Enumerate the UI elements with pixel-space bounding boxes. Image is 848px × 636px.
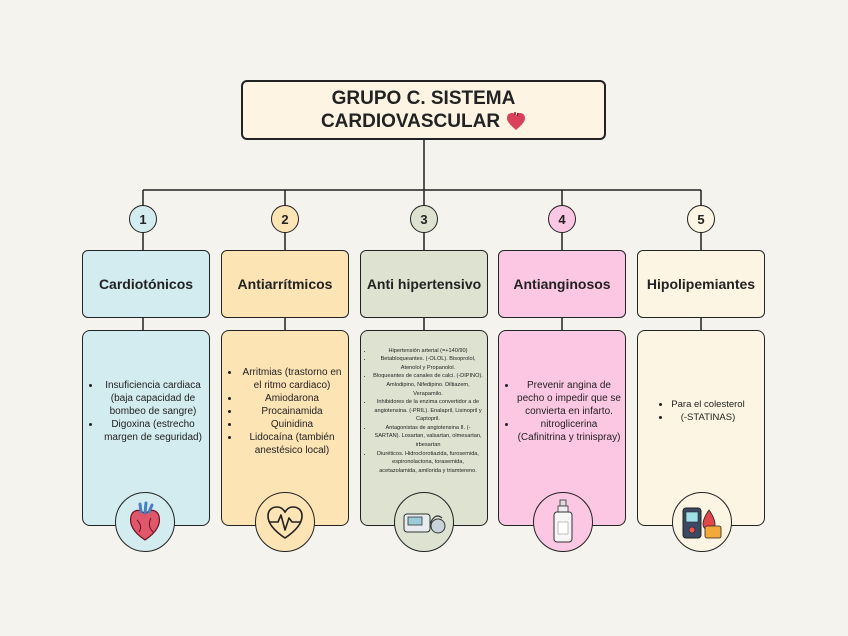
group-body-antiarritmicos: Arritmias (trastorno en el ritmo cardiac…: [221, 330, 349, 526]
group-heading-cardiotonicos: Cardiotónicos: [82, 250, 210, 318]
group-number-3: 3: [410, 205, 438, 233]
cholesterol-meter-icon: [672, 492, 732, 552]
list-item: Procainamida: [240, 405, 344, 418]
group-number-5: 5: [687, 205, 715, 233]
list-item: Betabloqueantes. (-OLOL). Bisoprolol, At…: [373, 355, 483, 372]
anatomical-heart-icon: [115, 492, 175, 552]
title-line-2-row: CARDIOVASCULAR: [321, 110, 526, 133]
heart-icon: [507, 111, 526, 130]
list-item: nitroglicerina (Cafinitrina y trinispray…: [517, 418, 621, 444]
title-line-2: CARDIOVASCULAR: [320, 111, 501, 132]
group-heading-antianginosos: Antianginosos: [498, 250, 626, 318]
blood-pressure-monitor-icon: [394, 492, 454, 552]
page-title: GRUPO C. SISTEMA CARDIOVASCULAR: [241, 80, 606, 140]
group-list: Arritmias (trastorno en el ritmo cardiac…: [226, 366, 344, 457]
list-item: Arritmias (trastorno en el ritmo cardiac…: [240, 366, 344, 392]
list-item: Lidocaína (también anestésico local): [240, 431, 344, 457]
group-list: Insuficiencia cardiaca (baja capacidad d…: [87, 379, 205, 444]
group-number-1: 1: [129, 205, 157, 233]
list-item: Insuficiencia cardiaca (baja capacidad d…: [101, 379, 205, 418]
group-heading-hipolipemiantes: Hipolipemiantes: [637, 250, 765, 318]
group-list: Hipertensión arterial (=+140/90) Betablo…: [365, 347, 483, 476]
group-heading-antihipertensivo: Anti hipertensivo: [360, 250, 488, 318]
list-item: Para el colesterol: [671, 398, 744, 411]
list-item: Antagonistas de angiotensina II. (-SARTA…: [373, 424, 483, 450]
list-item: Inhibidores de la enzima convertidor a d…: [373, 398, 483, 424]
heartbeat-icon: [255, 492, 315, 552]
list-item: Diuréticos. Hidroclorotiazida, furosemid…: [373, 450, 483, 476]
title-line-1: GRUPO C. SISTEMA: [331, 88, 516, 109]
list-item: Hipertensión arterial (=+140/90): [373, 347, 483, 356]
spray-bottle-icon: [533, 492, 593, 552]
list-item: Digoxina (estrecho margen de seguridad): [101, 418, 205, 444]
group-number-2: 2: [271, 205, 299, 233]
list-item: (-STATINAS): [671, 411, 744, 424]
group-number-4: 4: [548, 205, 576, 233]
list-item: Amiodarona: [240, 392, 344, 405]
list-item: Quinidina: [240, 418, 344, 431]
list-item: Prevenir angina de pecho o impedir que s…: [517, 379, 621, 418]
list-item: Bloqueantes de canales de calci. (-DIPIN…: [373, 372, 483, 398]
group-list: Prevenir angina de pecho o impedir que s…: [503, 379, 621, 444]
group-list: Para el colesterol (-STATINAS): [657, 398, 744, 424]
group-heading-antiarritmicos: Antiarrítmicos: [221, 250, 349, 318]
